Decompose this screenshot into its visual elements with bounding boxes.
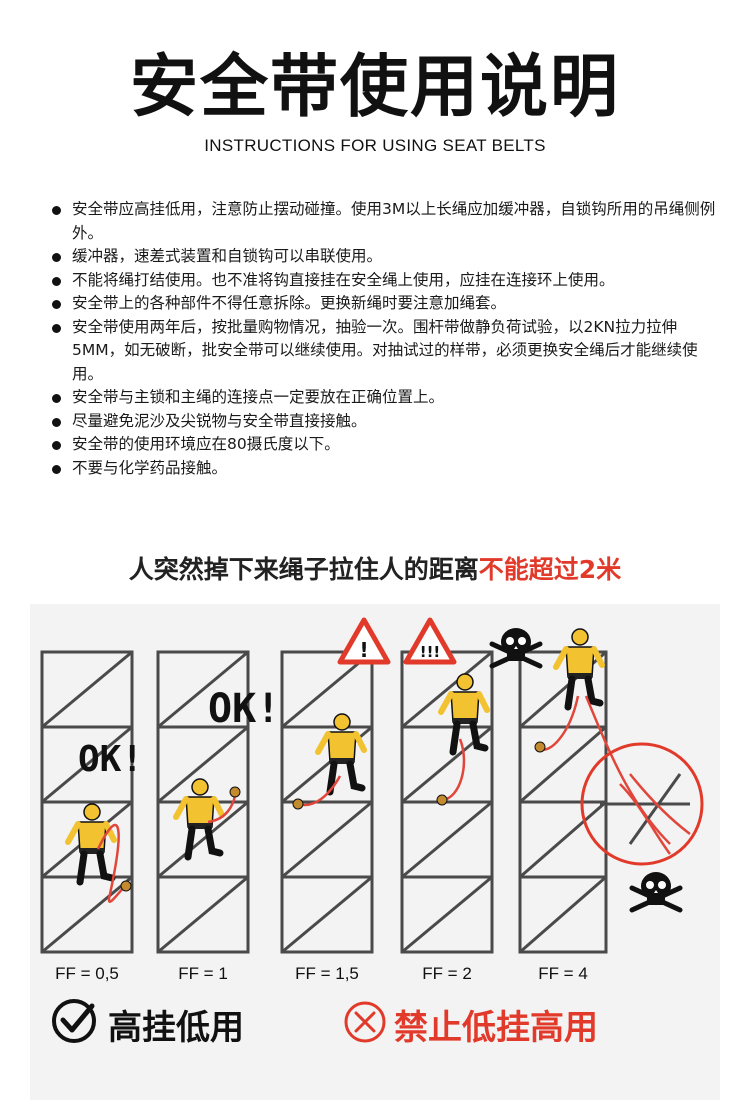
incorrect-usage: 禁止低挂高用 xyxy=(394,1000,598,1049)
ff-label-5: FF = 4 xyxy=(538,964,588,983)
ok-label-1: OK! xyxy=(78,739,144,780)
rule-text: 尽量避免泥沙及尖锐物与安全带直接接触。 xyxy=(72,411,367,430)
check-circle-icon xyxy=(52,999,96,1043)
instruction-list: 安全带应高挂低用，注意防止摆动碰撞。使用3M以上长绳应加缓冲器，自锁钩所用的吊绳… xyxy=(52,198,717,480)
list-item: 安全带的使用环境应在80摄氏度以下。 xyxy=(52,433,717,457)
ff-label-2: FF = 1 xyxy=(178,964,228,983)
rule-text: 安全带应高挂低用，注意防止摆动碰撞。使用3M以上长绳应加缓冲器，自锁钩所用的吊绳… xyxy=(72,200,716,242)
rule-text: 安全带的使用环境应在80摄氏度以下。 xyxy=(72,435,340,453)
list-item: 安全带应高挂低用，注意防止摆动碰撞。使用3M以上长绳应加缓冲器，自锁钩所用的吊绳… xyxy=(52,198,717,245)
fall-distance-headline: 人突然掉下来绳子拉住人的距离不能超过2米 xyxy=(0,550,750,586)
fall-factor-illustration: ! !!! OK! OK! FF = 0,5 FF = 1 FF = 1 xyxy=(30,604,720,1100)
bullet-icon xyxy=(52,253,61,262)
rule-text: 安全带上的各种部件不得任意拆除。更换新绳时要注意加绳套。 xyxy=(72,294,507,312)
worker-figure-5 xyxy=(556,629,602,707)
headline-warning: 不能超过2米 xyxy=(478,555,622,584)
ff-label-1: FF = 0,5 xyxy=(55,964,119,983)
incorrect-usage-label: 禁止低挂高用 xyxy=(394,1008,598,1048)
ff-label-3: FF = 1,5 xyxy=(295,964,359,983)
correct-usage: 高挂低用 xyxy=(108,1000,244,1049)
warning-triangle-icon: ! xyxy=(337,617,391,665)
page-subtitle: INSTRUCTIONS FOR USING SEAT BELTS xyxy=(204,136,546,155)
bullet-icon xyxy=(52,323,61,333)
skull-crossbones-icon xyxy=(632,872,680,910)
list-item: 安全带上的各种部件不得任意拆除。更换新绳时要注意加绳套。 xyxy=(52,292,717,316)
rule-text: 缓冲器，速差式装置和自锁钩可以串联使用。 xyxy=(72,247,383,265)
list-item: 尽量避免泥沙及尖锐物与安全带直接接触。 xyxy=(52,410,717,434)
ok-label-2: OK! xyxy=(208,686,281,732)
list-item: 安全带使用两年后，按批量购物情况，抽验一次。围杆带做静负荷试验，以2KN拉力拉伸… xyxy=(52,316,717,387)
warning-triangle-triple-icon: !!! xyxy=(403,617,457,665)
svg-text:!: ! xyxy=(359,638,368,662)
bullet-icon xyxy=(52,276,61,286)
rule-text: 不能将绳打结使用。也不准将钩直接挂在安全绳上使用，应挂在连接环上使用。 xyxy=(72,270,615,289)
headline-main: 人突然掉下来绳子拉住人的距离 xyxy=(128,555,479,584)
svg-text:!!!: !!! xyxy=(420,643,441,661)
bullet-icon xyxy=(52,417,61,427)
scaffold-illustration: ! !!! xyxy=(40,617,704,1043)
list-item: 不要与化学药品接触。 xyxy=(52,457,717,481)
bullet-icon xyxy=(52,394,61,403)
bullet-icon xyxy=(52,300,61,309)
list-item: 不能将绳打结使用。也不准将钩直接挂在安全绳上使用，应挂在连接环上使用。 xyxy=(52,269,717,293)
worker-figure-4 xyxy=(441,674,487,752)
bullet-icon xyxy=(52,206,61,215)
scaffold-tower-1 xyxy=(40,650,134,954)
page-title: 安全带使用说明 xyxy=(129,48,620,127)
scaffold-tower-3 xyxy=(280,650,374,954)
list-item: 缓冲器，速差式装置和自锁钩可以串联使用。 xyxy=(52,245,717,269)
ff-label-4: FF = 2 xyxy=(422,964,472,983)
bullet-icon xyxy=(52,464,61,474)
list-item: 安全带与主锁和主绳的连接点一定要放在正确位置上。 xyxy=(52,386,717,410)
rule-text: 安全带使用两年后，按批量购物情况，抽验一次。围杆带做静负荷试验，以2KN拉力拉伸… xyxy=(72,317,698,383)
skull-crossbones-icon xyxy=(492,628,540,666)
correct-usage-label: 高挂低用 xyxy=(108,1008,244,1048)
magnifier-detail xyxy=(580,742,704,866)
rule-text: 安全带与主锁和主绳的连接点一定要放在正确位置上。 xyxy=(72,388,445,406)
cross-circle-icon xyxy=(344,1001,386,1043)
bullet-icon xyxy=(52,441,61,450)
worker-figure-2 xyxy=(176,779,222,857)
hook-icons xyxy=(120,741,546,892)
worker-figure-1 xyxy=(68,804,114,882)
rule-text: 不要与化学药品接触。 xyxy=(72,458,228,477)
